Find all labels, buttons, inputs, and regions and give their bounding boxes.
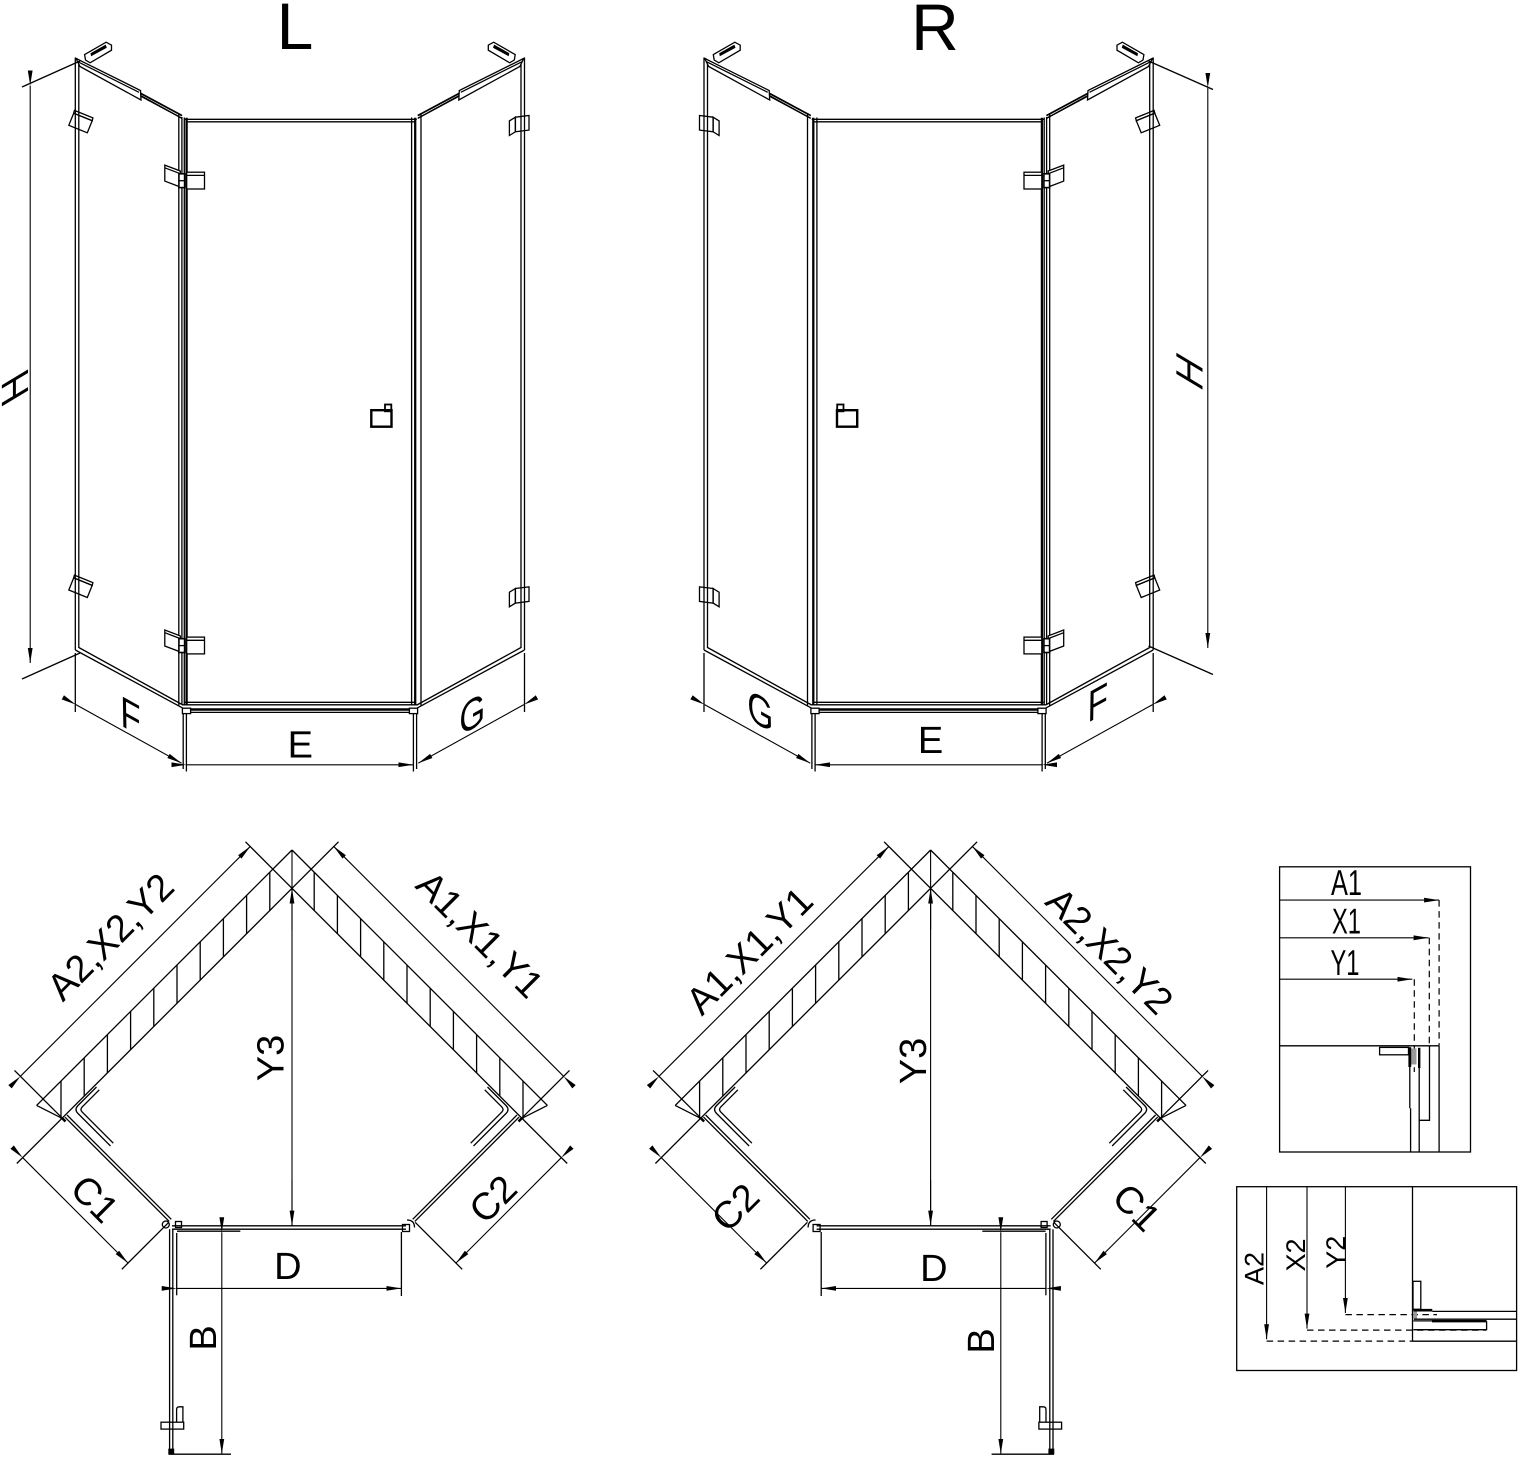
svg-text:Y1: Y1 (1331, 942, 1360, 983)
svg-text:E: E (918, 720, 943, 762)
svg-text:E: E (288, 725, 313, 767)
svg-text:C2: C2 (462, 1168, 526, 1232)
svg-text:B: B (183, 1325, 225, 1350)
svg-text:H: H (0, 361, 37, 414)
svg-text:Y2: Y2 (1321, 1236, 1351, 1269)
svg-text:A2,X2,Y2: A2,X2,Y2 (1037, 880, 1180, 1023)
svg-text:C1: C1 (1104, 1176, 1168, 1240)
svg-text:Y3: Y3 (251, 1035, 293, 1081)
svg-text:C1: C1 (62, 1167, 126, 1231)
svg-text:X2: X2 (1281, 1238, 1311, 1271)
svg-text:D: D (920, 1248, 947, 1290)
svg-text:H: H (1169, 345, 1211, 398)
svg-text:A1: A1 (1331, 862, 1362, 903)
svg-text:G: G (747, 681, 774, 744)
svg-text:A1,X1,Y1: A1,X1,Y1 (408, 864, 551, 1007)
svg-text:F: F (1087, 674, 1108, 734)
svg-text:A2,X2,Y2: A2,X2,Y2 (39, 866, 182, 1009)
svg-text:Y3: Y3 (893, 1038, 935, 1084)
svg-text:X1: X1 (1332, 901, 1361, 942)
svg-text:A1,X1,Y1: A1,X1,Y1 (678, 880, 821, 1023)
svg-text:G: G (459, 684, 486, 747)
svg-text:D: D (274, 1246, 301, 1288)
svg-text:R: R (911, 0, 959, 64)
svg-text:F: F (120, 687, 141, 747)
svg-text:L: L (277, 0, 314, 63)
svg-text:C2: C2 (704, 1176, 768, 1240)
svg-text:A2: A2 (1240, 1252, 1270, 1285)
svg-text:B: B (961, 1328, 1003, 1353)
